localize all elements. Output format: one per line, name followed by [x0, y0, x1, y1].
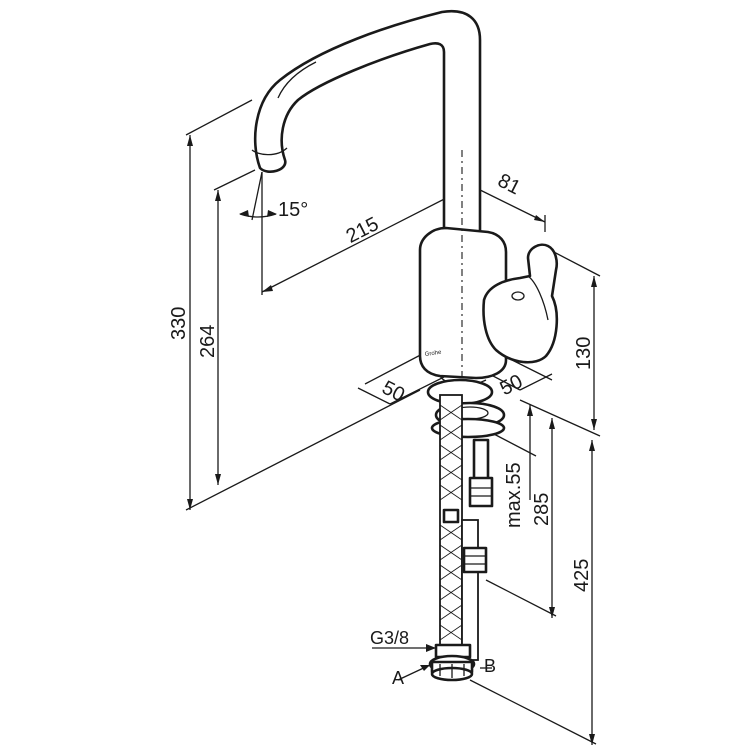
dim-total-height: 330	[168, 307, 190, 340]
handle-lever	[482, 243, 559, 364]
dimension-labels: 15° 215 81 330 264 130 50 50 max.55 285 …	[168, 170, 595, 592]
port-a-label: A	[392, 668, 404, 688]
dim-max-thickness: max.55	[503, 462, 525, 528]
dimension-lines	[185, 99, 601, 745]
thread-label: G3/8	[370, 628, 409, 648]
dim-hose-length: 425	[571, 559, 593, 592]
faucet-body: Grohe	[418, 226, 508, 386]
dim-base-left: 50	[378, 377, 408, 407]
supply-hose-left	[439, 394, 463, 661]
dim-shank-length: 285	[531, 493, 553, 526]
brand-mark: Grohe	[424, 350, 442, 358]
dim-handle-offset: 81	[494, 170, 524, 200]
dim-spout-reach: 215	[343, 213, 383, 248]
dim-base-right: 50	[497, 370, 527, 400]
port-b-label: B	[484, 656, 496, 676]
arrow-heads	[187, 135, 597, 745]
dim-spout-angle: 15°	[278, 199, 308, 221]
hose-end-fittings	[428, 643, 476, 682]
connection-labels: G3/8 A B	[370, 628, 496, 688]
dim-body-height: 130	[573, 337, 595, 370]
supply-hose-right	[461, 519, 488, 661]
dim-spout-height: 264	[197, 325, 219, 358]
